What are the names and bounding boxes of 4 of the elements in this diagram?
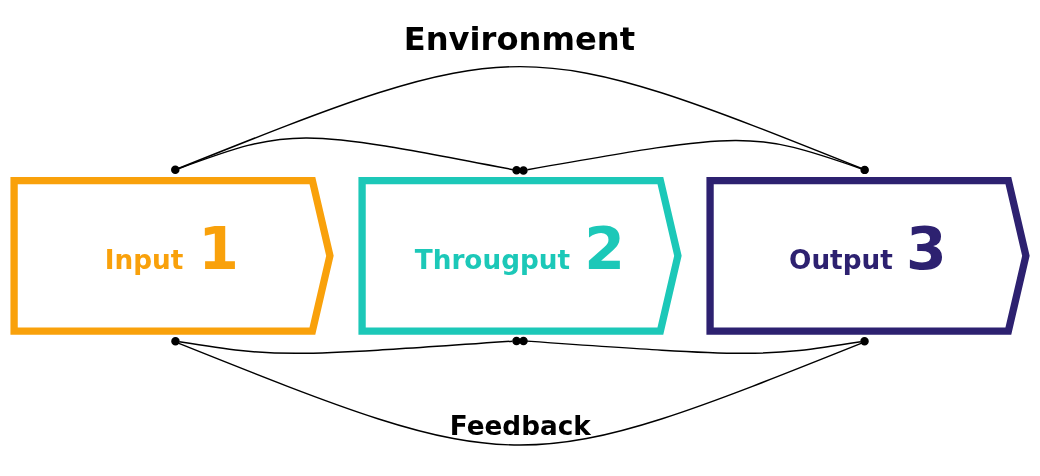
label: Feedback — [449, 410, 591, 441]
connector — [519, 139, 869, 175]
connector — [519, 336, 869, 355]
diagram-title: Environment — [403, 19, 636, 58]
